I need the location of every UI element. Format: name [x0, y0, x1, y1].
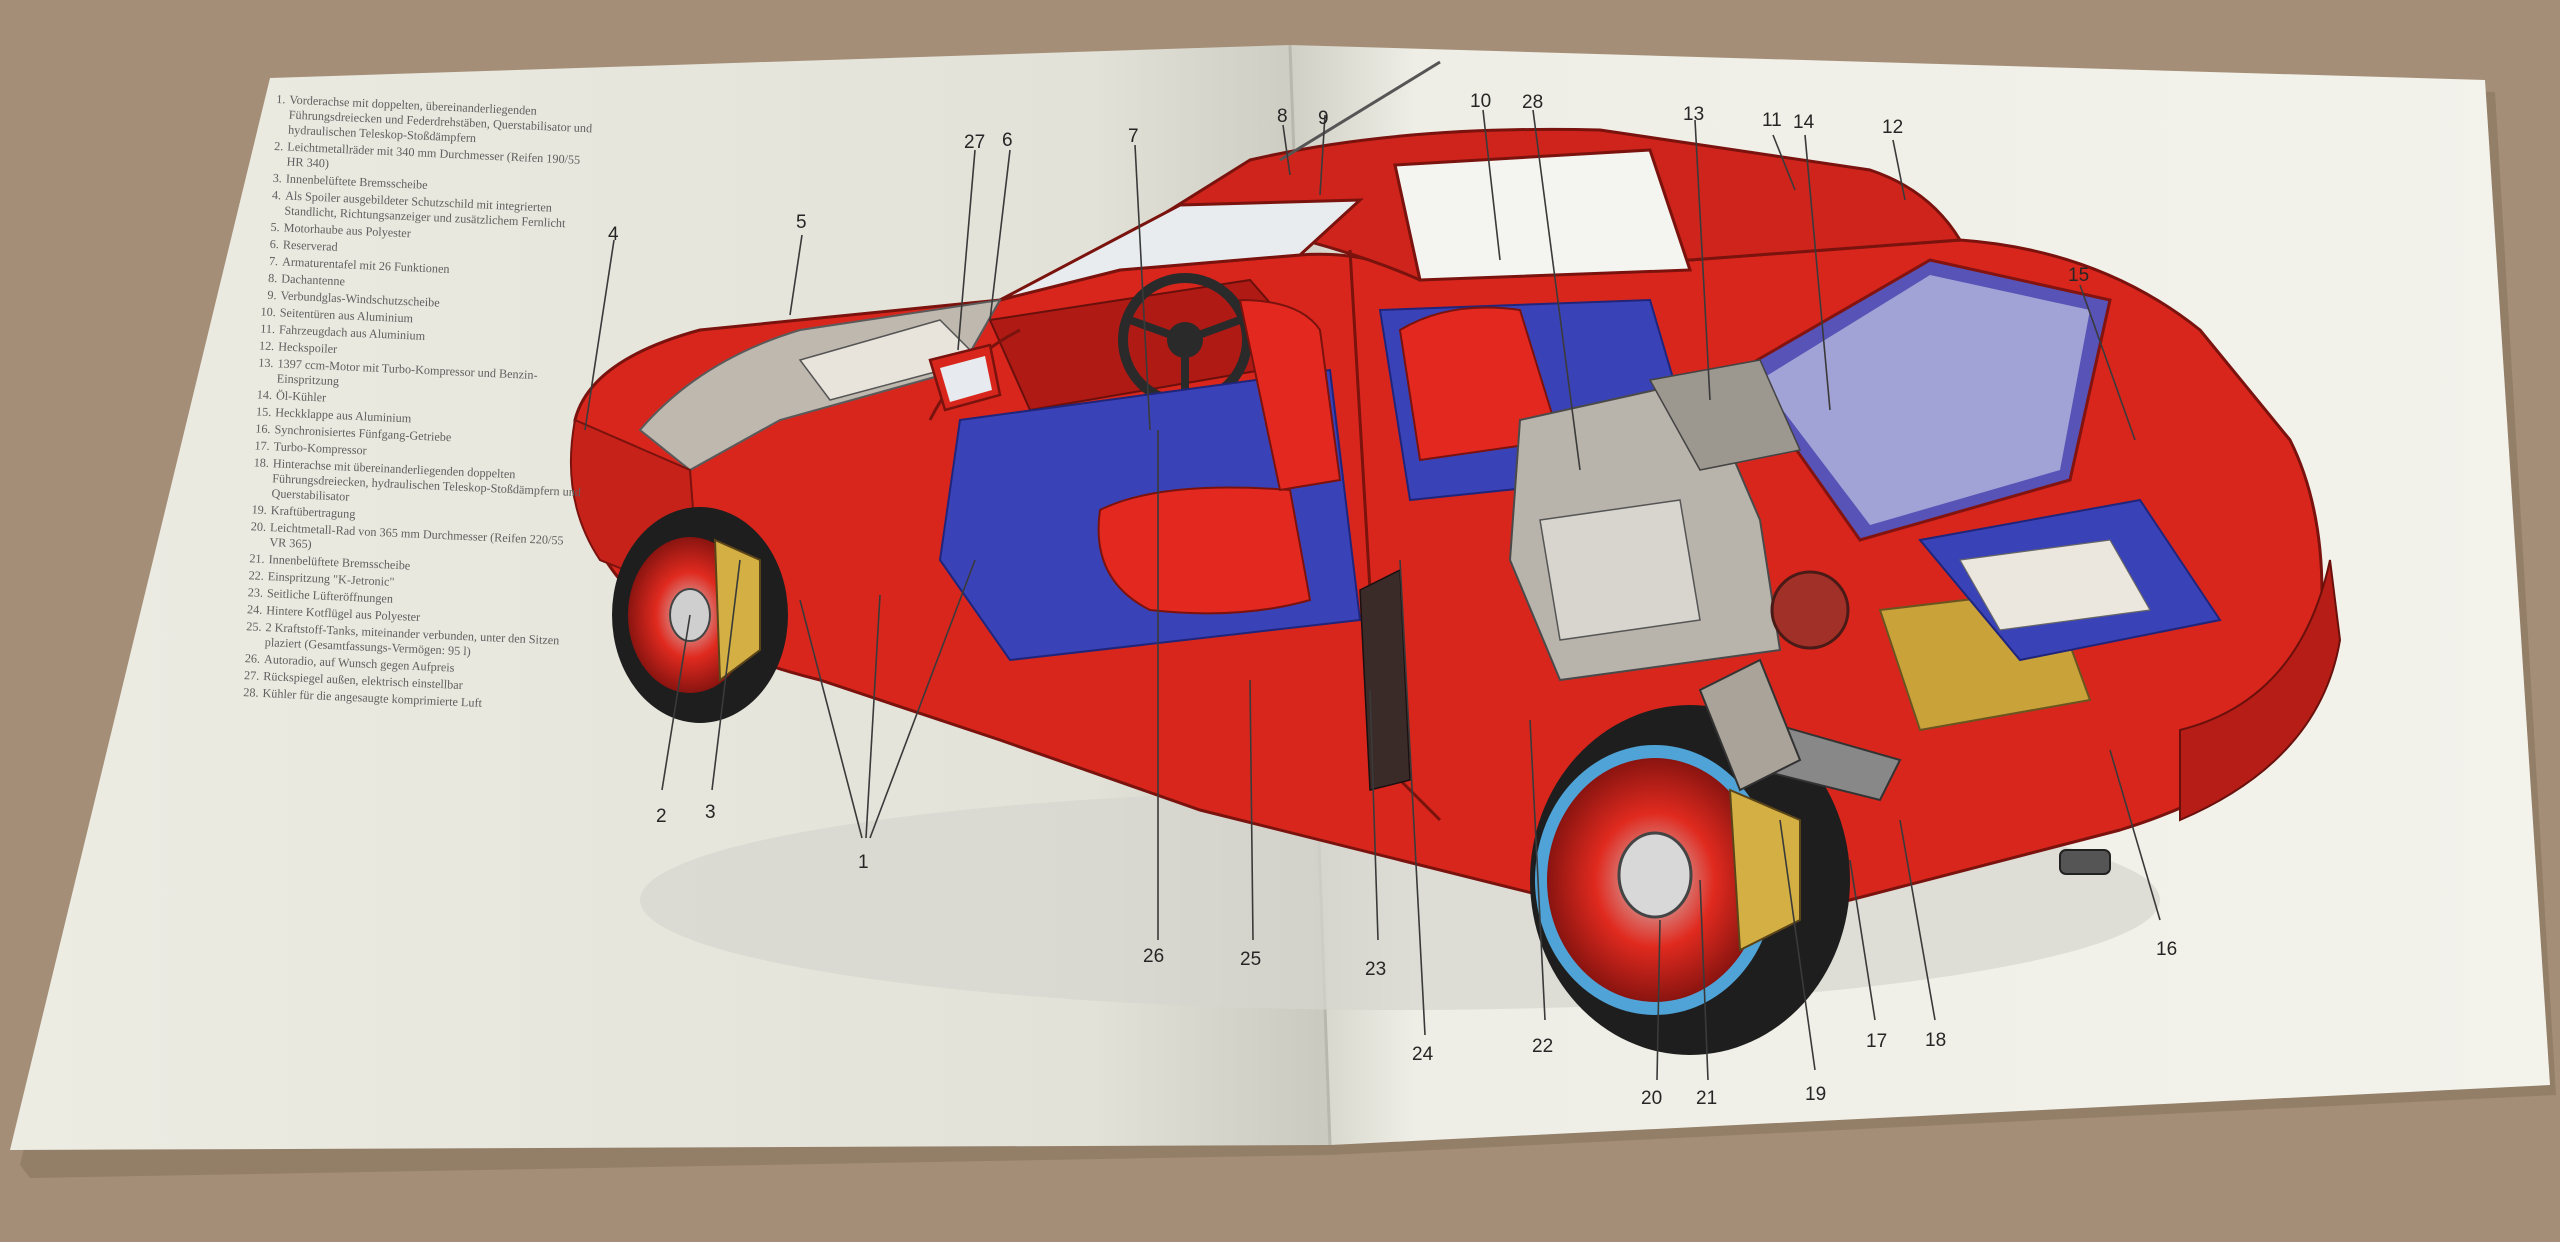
callout-22: 22 — [1532, 1036, 1553, 1057]
callout-13: 13 — [1683, 104, 1704, 125]
callout-18: 18 — [1925, 1030, 1946, 1051]
callout-8: 8 — [1277, 106, 1288, 127]
callout-23: 23 — [1365, 959, 1386, 980]
callout-14: 14 — [1793, 112, 1815, 133]
callout-20: 20 — [1641, 1088, 1662, 1109]
callout-21: 21 — [1696, 1088, 1717, 1109]
callout-1: 1 — [858, 852, 869, 873]
callout-15: 15 — [2068, 265, 2089, 286]
callout-16: 16 — [2156, 939, 2177, 960]
parts-legend: 1.Vorderachse mit doppelten, übereinande… — [72, 84, 599, 717]
callout-12: 12 — [1882, 117, 1903, 138]
callout-6: 6 — [1002, 130, 1013, 151]
callout-28: 28 — [1522, 92, 1543, 113]
callout-5: 5 — [796, 212, 807, 233]
callout-4: 4 — [608, 224, 619, 245]
callout-25: 25 — [1240, 949, 1261, 970]
callout-3: 3 — [705, 802, 716, 823]
callout-24: 24 — [1412, 1044, 1434, 1065]
callout-26: 26 — [1143, 946, 1164, 967]
car-cutaway-illustration — [569, 60, 2342, 1055]
callout-19: 19 — [1805, 1084, 1826, 1105]
callout-leaders — [584, 109, 2161, 1081]
callout-27: 27 — [964, 132, 985, 153]
callout-2: 2 — [656, 806, 667, 827]
front-wheel — [612, 507, 788, 723]
callout-numbers: 1 2 3 4 5 6 7 8 9 10 11 12 13 14 15 16 1… — [608, 91, 2177, 1109]
callout-11: 11 — [1762, 110, 1782, 131]
callout-9: 9 — [1318, 108, 1329, 129]
callout-10: 10 — [1470, 91, 1491, 112]
rear-wheel — [1530, 705, 1850, 1055]
callout-17: 17 — [1866, 1031, 1887, 1052]
callout-7: 7 — [1128, 126, 1139, 147]
